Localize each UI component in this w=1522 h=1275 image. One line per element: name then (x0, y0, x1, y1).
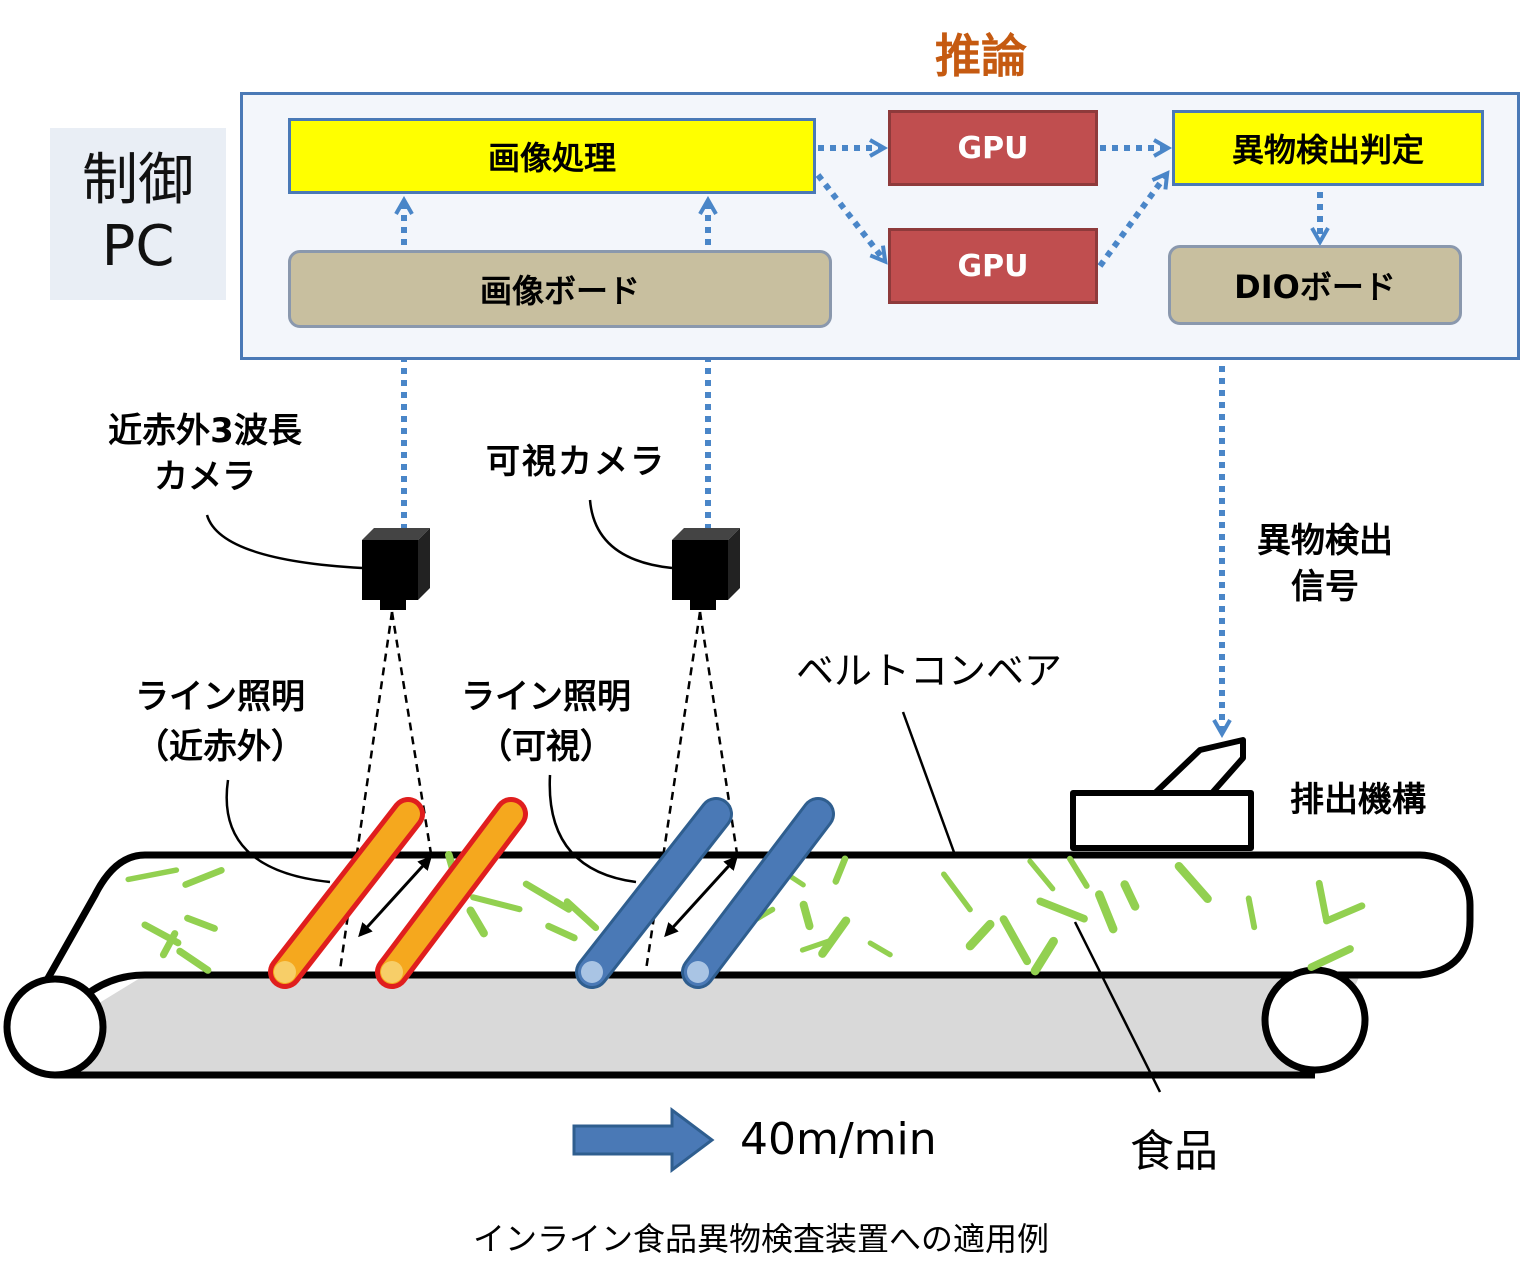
food-piece (141, 921, 182, 947)
nir-light-2 (375, 797, 528, 989)
callout-vis-light (548, 774, 637, 884)
food-piece (1307, 945, 1354, 972)
roller-left (3, 975, 107, 1079)
callout-nir-light (225, 779, 331, 884)
vis-light-2 (681, 797, 835, 989)
food-piece (999, 915, 1032, 966)
food-piece (545, 922, 578, 942)
food-piece (522, 880, 573, 913)
nir-camera-label-line1: 近赤外3波長 (108, 411, 302, 451)
food-piece (466, 906, 488, 938)
food-piece (1323, 902, 1366, 925)
caption: インライン食品異物検査装置への適用例 (472, 1220, 1049, 1258)
gpu-block-bottom: GPU (888, 228, 1098, 304)
roller-right (1261, 966, 1369, 1074)
nir-light-label-line2: （近赤外） (135, 727, 305, 767)
food-piece (1120, 880, 1140, 911)
nir-light-label-line1: ライン照明 (135, 677, 305, 717)
speed-arrow-icon (572, 1107, 715, 1173)
line-lights (268, 797, 835, 989)
food-piece (799, 900, 814, 931)
control-pc-label: 制御 PC (50, 128, 226, 300)
detection-signal-line1: 異物検出 (1257, 521, 1393, 561)
food-piece (941, 871, 973, 913)
food-piece (470, 894, 523, 913)
gpu-block-top: GPU (888, 110, 1098, 186)
vis-light-label-line2: （可視） (478, 727, 614, 767)
food-piece (125, 867, 180, 883)
food-piece (176, 947, 212, 974)
image-processing-block: 画像処理 (288, 118, 816, 194)
food-piece (818, 916, 851, 958)
food-pieces (125, 850, 1366, 976)
vis-camera-label: 可視カメラ (486, 442, 666, 482)
spacing-arrows (358, 855, 738, 938)
food-piece (1027, 858, 1056, 892)
inference-label: 推論 (935, 29, 1027, 83)
food-piece (184, 914, 218, 932)
food-piece (1245, 895, 1258, 931)
judgement-block: 異物検出判定 (1172, 110, 1484, 186)
callout-conveyor (901, 711, 957, 856)
detection-signal-label: 異物検出 信号 (1240, 518, 1410, 610)
food-piece (1066, 855, 1090, 889)
callout-vis-camera (588, 499, 673, 570)
speed-label: 40m/min (740, 1114, 937, 1165)
food-piece (1095, 890, 1118, 934)
nir-light-1 (268, 797, 425, 989)
ejector-icon (1070, 737, 1254, 851)
nir-camera-icon (362, 528, 430, 610)
nir-camera-label-line2: カメラ (154, 457, 256, 497)
food-piece (867, 940, 893, 958)
vis-light-1 (575, 797, 733, 989)
food-piece (1315, 879, 1330, 922)
callout-nir-camera (205, 514, 363, 570)
control-pc-line1: 制御 (82, 148, 194, 213)
ejector-label: 排出機構 (1290, 780, 1426, 820)
vis-camera-icon (672, 528, 740, 610)
food-piece (1030, 936, 1058, 976)
image-board-block: 画像ボード (288, 250, 832, 328)
food-piece (832, 855, 849, 885)
control-pc-line2: PC (101, 214, 175, 279)
dio-board-block: DIOボード (1168, 245, 1462, 325)
food-piece (965, 919, 995, 951)
food-label: 食品 (1130, 1126, 1218, 1177)
callout-lines (205, 499, 1162, 1093)
food-piece (1174, 862, 1212, 903)
conveyor-label: ベルトコンベア (796, 649, 1063, 693)
nir-light-label: ライン照明 （近赤外） (110, 672, 330, 772)
food-piece (1036, 897, 1088, 923)
vis-light-label: ライン照明 （可視） (436, 672, 656, 772)
food-piece (182, 866, 225, 888)
detection-signal-line2: 信号 (1291, 567, 1359, 607)
conveyor-belt (3, 851, 1474, 1079)
belt-lower-band (55, 975, 1360, 1075)
nir-camera-label: 近赤外3波長 カメラ (80, 408, 330, 500)
food-piece (563, 898, 600, 932)
callout-food (1073, 921, 1162, 1093)
vis-light-label-line1: ライン照明 (461, 677, 631, 717)
